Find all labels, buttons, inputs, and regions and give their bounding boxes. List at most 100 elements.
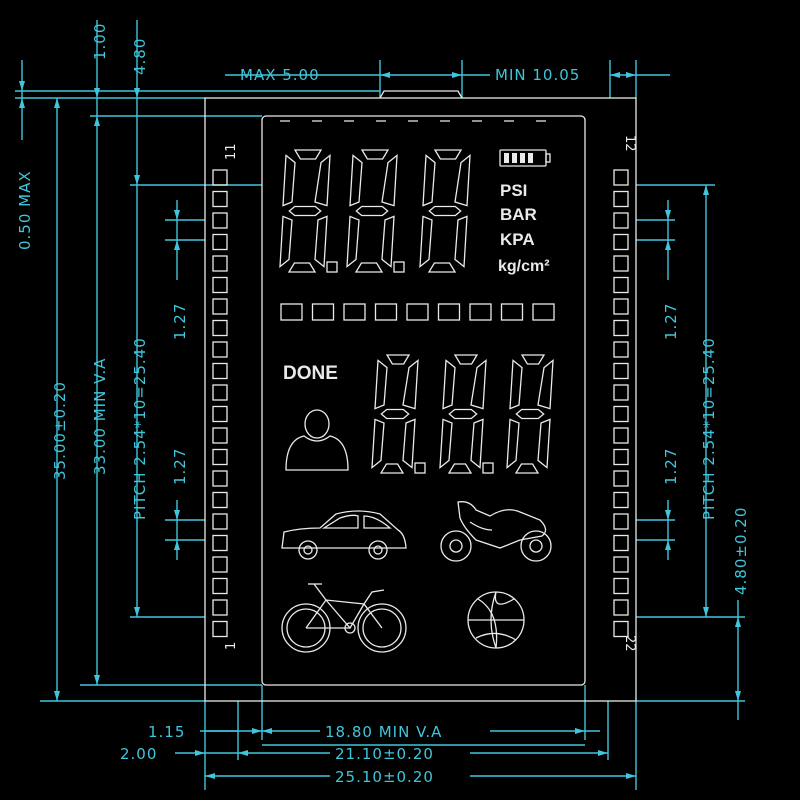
unit-bar: BAR <box>500 205 537 224</box>
pin <box>613 513 629 530</box>
bar-segment <box>500 303 524 321</box>
segment <box>381 215 395 268</box>
segment <box>514 463 540 474</box>
pin <box>212 491 228 509</box>
pin <box>212 470 228 487</box>
bicycle-icon <box>281 583 407 653</box>
battery-icon <box>499 149 551 167</box>
segment <box>374 359 388 410</box>
pin <box>613 427 629 444</box>
segment <box>422 154 436 207</box>
pin <box>212 513 228 530</box>
bar-segment <box>343 303 366 321</box>
pin <box>613 212 629 229</box>
dim-left-3500: 35.00±0.20 <box>51 381 69 480</box>
dim-bottom-1880: 18.80 MIN V.A <box>325 723 442 741</box>
dim-bottom-2110: 21.10±0.20 <box>335 745 434 763</box>
bottom-seven-segment-digits <box>371 354 554 474</box>
pin <box>613 620 629 638</box>
segment <box>537 358 554 410</box>
pin <box>613 384 629 401</box>
pin <box>613 491 629 509</box>
dimension-labels: MAX 5.00 MIN 10.05 1.00 4.80 0.50 MAX 35… <box>16 23 750 786</box>
pin <box>613 190 629 208</box>
pin <box>212 255 228 272</box>
pin <box>212 405 228 423</box>
pin <box>613 405 629 423</box>
dim-right-127-top: 1.27 <box>662 303 680 340</box>
pin <box>212 190 228 208</box>
dim-left-100: 1.00 <box>91 23 109 60</box>
pin <box>613 599 629 616</box>
seven-segment-digit <box>346 149 405 273</box>
pin-label-1: 1 <box>224 642 239 650</box>
ball-icon <box>467 591 525 649</box>
person-icon <box>285 409 349 471</box>
dim-top-max: MAX 5.00 <box>240 66 320 84</box>
bar-segment <box>280 303 303 321</box>
segment <box>439 418 453 470</box>
pin <box>212 233 228 251</box>
pin <box>212 298 228 315</box>
car-icon <box>281 510 407 560</box>
pin <box>212 276 228 294</box>
dim-right-480: 4.80±0.20 <box>732 507 750 595</box>
segment <box>379 463 405 474</box>
segment <box>346 215 360 269</box>
dim-bottom-2510: 25.10±0.20 <box>335 768 434 786</box>
pin <box>613 556 629 573</box>
dimension-lines <box>15 20 745 790</box>
decimal-point <box>393 261 405 273</box>
seven-segment-digit <box>371 354 426 474</box>
pin <box>613 298 629 315</box>
pin <box>212 427 228 444</box>
segment <box>447 463 473 474</box>
segment <box>288 205 322 217</box>
segment <box>470 358 487 410</box>
pin <box>212 169 228 186</box>
segment <box>402 418 416 469</box>
segment <box>509 359 523 410</box>
segment <box>515 408 545 420</box>
segment <box>293 149 323 160</box>
dim-bottom-200: 2.00 <box>120 745 157 763</box>
pin-label-12: 12 <box>622 135 637 152</box>
dim-left-3300: 33.00 MIN V.A <box>91 358 109 475</box>
dim-left-480: 4.80 <box>131 38 149 75</box>
pin <box>613 276 629 294</box>
segment <box>349 154 363 207</box>
dim-right-127-bottom: 1.27 <box>662 448 680 485</box>
pin <box>613 255 629 272</box>
dim-bottom-115: 1.15 <box>148 723 185 741</box>
segment <box>371 418 385 470</box>
segment <box>282 154 296 207</box>
unit-kpa: KPA <box>500 230 535 249</box>
decimal-point <box>326 261 338 273</box>
segment <box>419 215 433 269</box>
dim-top-min: MIN 10.05 <box>495 66 580 84</box>
bar-segment <box>406 303 429 321</box>
segment <box>453 354 479 365</box>
segment <box>520 354 546 365</box>
pin <box>613 233 629 251</box>
segment <box>448 408 478 420</box>
pin <box>613 341 629 358</box>
bar-segment <box>532 303 555 321</box>
pin <box>613 470 629 487</box>
lcd-outline <box>204 90 637 702</box>
pin <box>212 212 228 229</box>
dim-right-pitch: PITCH 2.54*10=25.40 <box>700 337 718 520</box>
segment <box>537 418 551 469</box>
segment <box>470 418 484 469</box>
pin <box>212 534 228 552</box>
segment <box>385 354 411 365</box>
pin <box>212 341 228 358</box>
segment <box>428 205 462 217</box>
pin <box>212 556 228 573</box>
pin <box>212 620 228 638</box>
pin <box>613 577 629 595</box>
dim-left-050: 0.50 MAX <box>16 170 34 250</box>
motorcycle-icon <box>440 501 552 562</box>
pin <box>613 169 629 186</box>
